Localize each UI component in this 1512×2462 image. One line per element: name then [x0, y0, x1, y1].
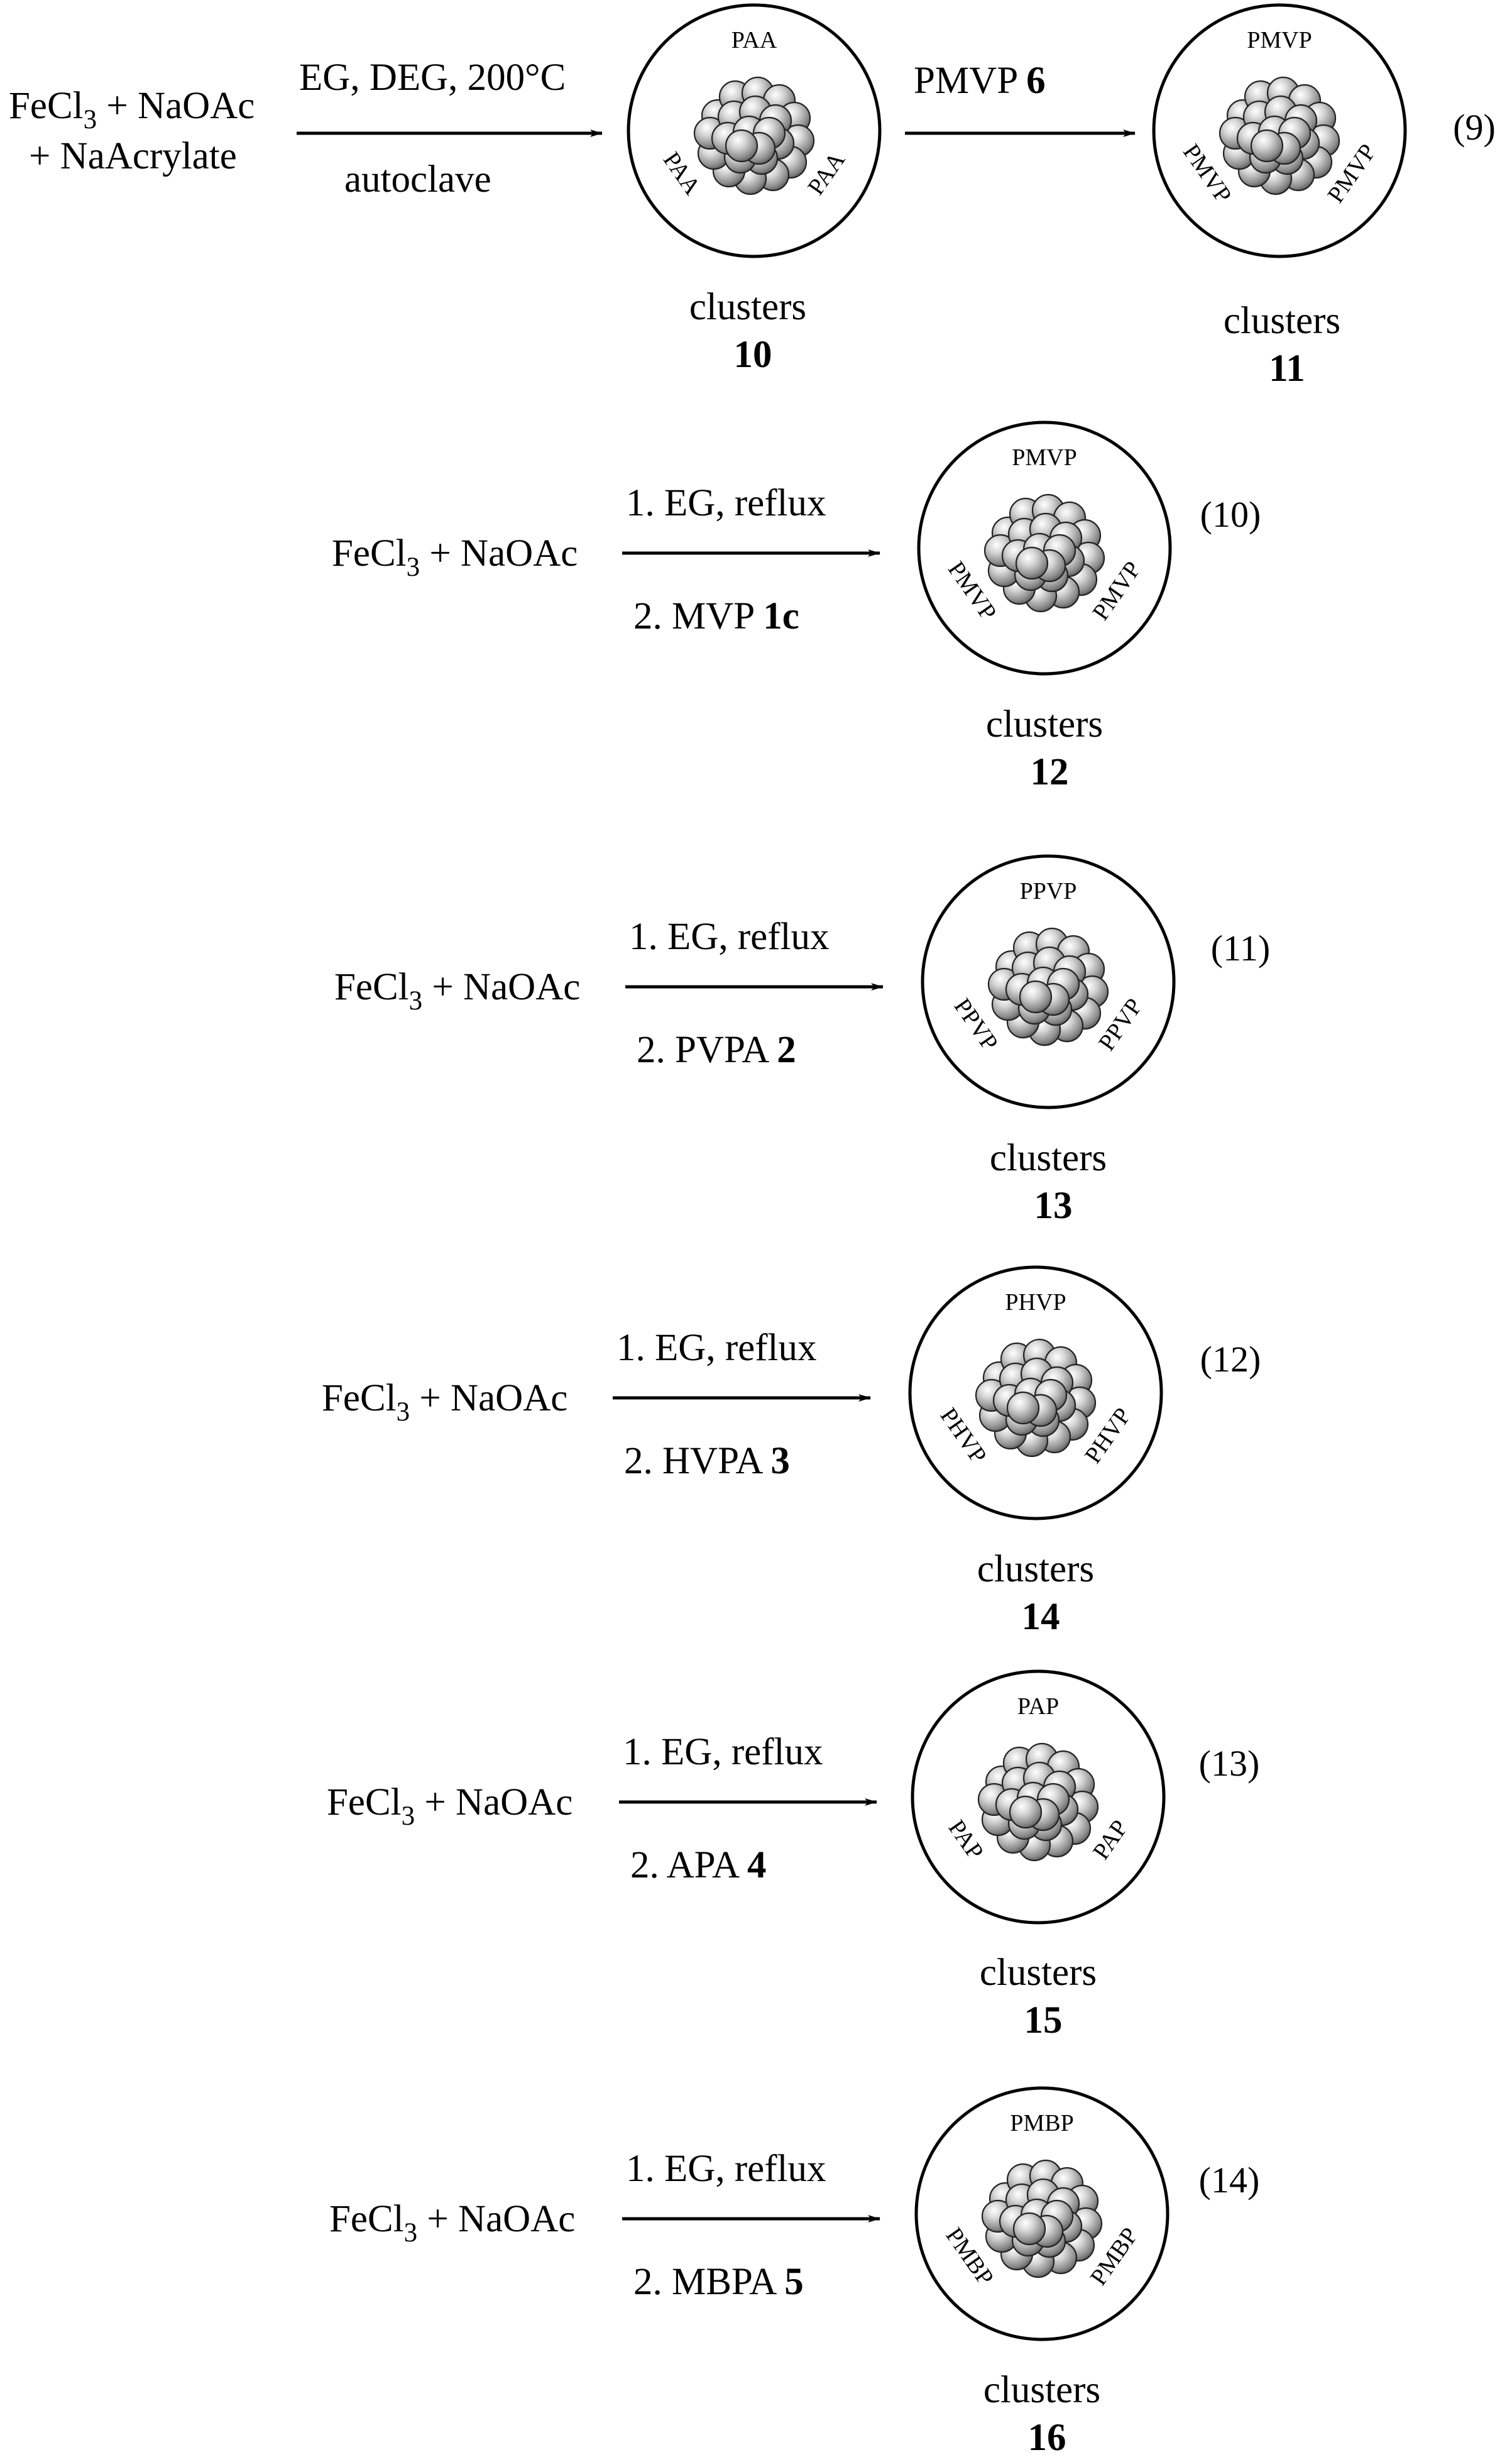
compound-number: 14 — [1022, 1596, 1060, 1638]
conditions-above: 1. EG, reflux — [626, 2148, 826, 2190]
reactant: FeCl3 + NaOAc — [327, 1781, 572, 1831]
conditions-above: 1. EG, reflux — [623, 1731, 823, 1773]
clusters-caption: clusters — [980, 1952, 1097, 1994]
clusters-caption: clusters — [990, 1137, 1107, 1179]
equation-label: (14) — [1199, 2160, 1260, 2201]
shell-label-top: PPVP — [1020, 878, 1077, 904]
clusters-caption: clusters — [986, 703, 1103, 745]
reaction-9: FeCl3 + NaOAc+ NaAcrylate EG, DEG, 200°C a… — [9, 57, 1496, 201]
clusters-caption: clusters — [983, 2369, 1100, 2411]
compound-number: 16 — [1028, 2417, 1066, 2459]
shell-label-top: PMVP — [1012, 444, 1077, 471]
clusters-caption: clusters — [689, 286, 806, 328]
shell-label-top: PAP — [1017, 1693, 1059, 1720]
nanoparticle-sphere — [1006, 1391, 1040, 1425]
reactant: FeCl3 + NaOAc — [329, 2198, 575, 2248]
nanoparticle-sphere — [1015, 546, 1049, 580]
equation-label: (9) — [1453, 107, 1496, 148]
product-caption-16: clusters 16 — [983, 2369, 1100, 2459]
compound-number: 12 — [1031, 751, 1069, 793]
compound-number: 11 — [1269, 348, 1305, 390]
shell-label-top: PAA — [731, 27, 777, 53]
compound-number: 15 — [1024, 1999, 1063, 2042]
clusters-caption: clusters — [977, 1548, 1094, 1590]
nanoparticle-sphere — [1250, 129, 1284, 163]
reactant-line-1: FeCl3 + NaOAc — [9, 85, 255, 135]
step2-conditions-above: PMVP 6 — [914, 60, 1046, 102]
product-caption-10: clusters 10 — [689, 286, 806, 376]
reaction-10: FeCl3 + NaOAc 1. EG, reflux 2. MVP 1c (10) — [332, 482, 1261, 637]
compound-number: 13 — [1034, 1185, 1073, 1227]
nanoparticle-sphere — [1019, 980, 1053, 1014]
equation-label: (11) — [1211, 928, 1270, 969]
conditions-below: 2. APA 4 — [630, 1844, 766, 1886]
nanoparticle-sphere — [1009, 1795, 1043, 1829]
reactant: FeCl3 + NaOAc — [334, 966, 580, 1016]
conditions-below: autoclave — [344, 158, 491, 201]
equation-label: (12) — [1200, 1339, 1261, 1380]
shell-label-top: PHVP — [1005, 1289, 1066, 1316]
conditions-above: 1. EG, reflux — [629, 916, 829, 958]
conditions-above: EG, DEG, 200°C — [299, 57, 566, 99]
product-caption-15: clusters 15 — [980, 1952, 1097, 2042]
nanoparticle-sphere — [725, 129, 759, 163]
conditions-above: 1. EG, reflux — [626, 482, 826, 524]
compound-number: 10 — [734, 334, 772, 376]
reaction-14: FeCl3 + NaOAc 1. EG, reflux 2. MBPA 5 (14) — [329, 2148, 1259, 2303]
nanoparticle-sphere — [1012, 2212, 1046, 2246]
equation-label: (13) — [1199, 1743, 1260, 1784]
clusters-caption: clusters — [1224, 300, 1340, 342]
product-caption-14: clusters 14 — [977, 1548, 1094, 1638]
reactant: FeCl3 + NaOAc — [322, 1377, 567, 1427]
shell-label-top: PMVP — [1247, 27, 1312, 53]
conditions-below: 2. MVP 1c — [633, 595, 799, 637]
shell-label-top: PMBP — [1010, 2110, 1073, 2136]
conditions-below: 2. MBPA 5 — [633, 2261, 804, 2303]
product-caption-11: clusters 11 — [1224, 300, 1340, 390]
conditions-below: 2. PVPA 2 — [637, 1029, 796, 1071]
reaction-13: FeCl3 + NaOAc 1. EG, reflux 2. APA 4 (13) — [327, 1731, 1259, 1886]
reactant: FeCl3 + NaOAc — [332, 532, 578, 582]
conditions-above: 1. EG, reflux — [616, 1327, 816, 1369]
reaction-11: FeCl3 + NaOAc 1. EG, reflux 2. PVPA 2 (11) — [334, 916, 1270, 1071]
conditions-below: 2. HVPA 3 — [624, 1440, 790, 1482]
product-caption-12: clusters 12 — [986, 703, 1103, 793]
reaction-12: FeCl3 + NaOAc 1. EG, reflux 2. HVPA 3 (12) — [322, 1327, 1261, 1482]
product-caption-13: clusters 13 — [990, 1137, 1107, 1227]
reactant-line-2: + NaAcrylate — [29, 135, 237, 177]
equation-label: (10) — [1200, 494, 1261, 535]
